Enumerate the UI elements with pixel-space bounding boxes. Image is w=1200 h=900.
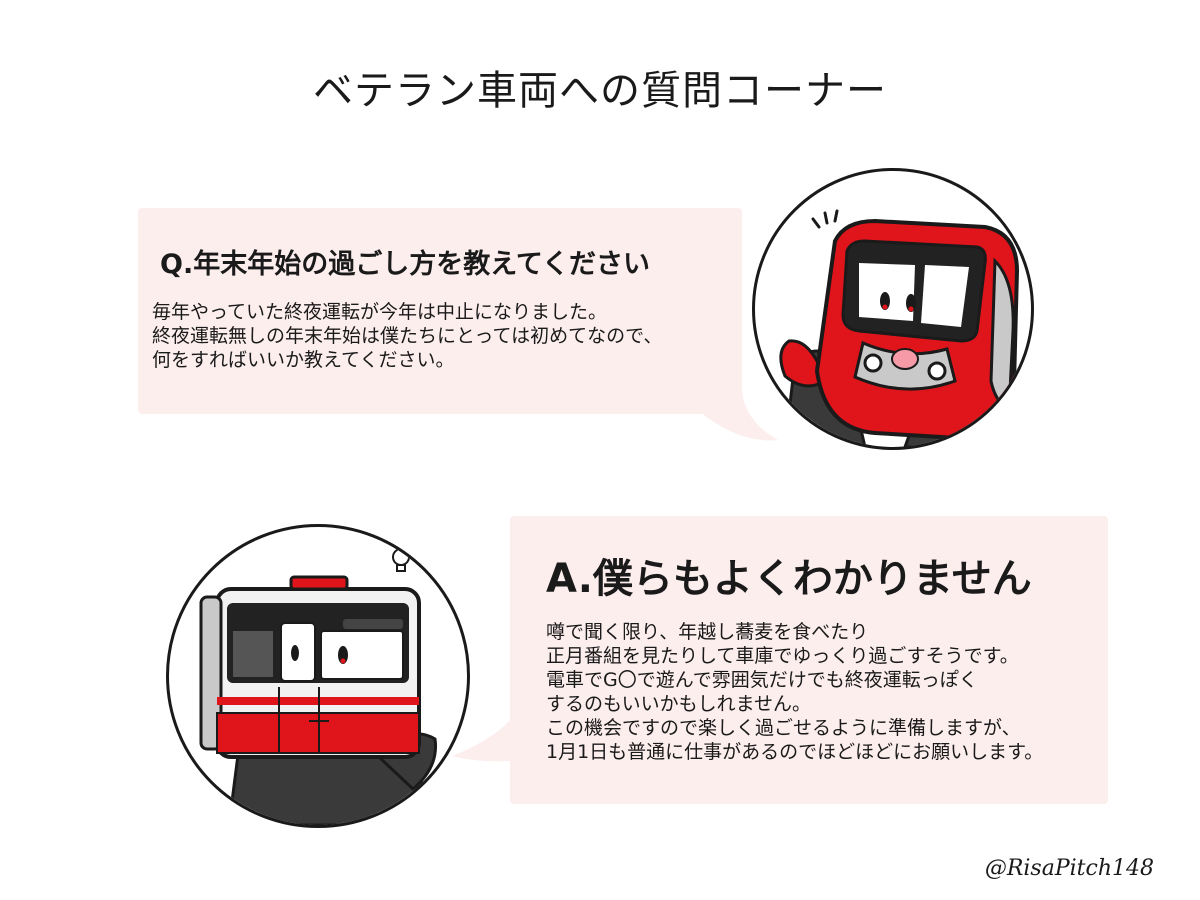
- train-character-red-modern: [752, 168, 1034, 450]
- question-line: 毎年やっていた終夜運転が今年は中止になりました。: [152, 301, 608, 323]
- answer-line: 1月1日も普通に仕事があるのでほどほどにお願いします。: [546, 741, 1044, 763]
- answer-body: 噂で聞く限り、年越し蕎麦を食べたり 正月番組を見たりして車庫でゆっくり過ごすそう…: [546, 620, 1043, 764]
- train-illustration-red: [779, 209, 1031, 447]
- question-heading: Q.年末年始の過ごし方を教えてください: [160, 249, 651, 280]
- question-line: 何をすればいいか教えてください。: [152, 349, 455, 371]
- answer-bubble-tail: [452, 720, 522, 762]
- answer-heading: A.僕らもよくわかりません: [546, 556, 1032, 602]
- answer-line: 噂で聞く限り、年越し蕎麦を食べたり: [546, 621, 869, 643]
- train-character-red-stripe: [166, 524, 470, 828]
- question-line: 終夜運転無しの年末年始は僕たちにとっては初めてなので、: [152, 325, 663, 347]
- author-credit: @RisaPitch148: [984, 856, 1154, 881]
- answer-line: 電車でG〇で遊んで雰囲気だけでも終夜運転っぽく: [546, 669, 978, 691]
- page-title: ベテラン車両への質問コーナー: [313, 68, 887, 114]
- question-bubble: Q.年末年始の過ごし方を教えてください 毎年やっていた終夜運転が今年は中止になり…: [138, 208, 742, 414]
- answer-line: この機会ですので楽しく過ごせるように準備しますが、: [546, 717, 1021, 739]
- answer-line: するのもいいかもしれません。: [546, 693, 812, 715]
- answer-bubble: A.僕らもよくわかりません 噂で聞く限り、年越し蕎麦を食べたり 正月番組を見たり…: [510, 516, 1108, 804]
- question-bubble-tail: [700, 392, 778, 441]
- train-illustration-stripe: [199, 548, 438, 825]
- question-body: 毎年やっていた終夜運転が今年は中止になりました。 終夜運転無しの年末年始は僕たち…: [152, 300, 662, 372]
- answer-line: 正月番組を見たりして車庫でゆっくり過ごすそうです。: [546, 645, 1019, 667]
